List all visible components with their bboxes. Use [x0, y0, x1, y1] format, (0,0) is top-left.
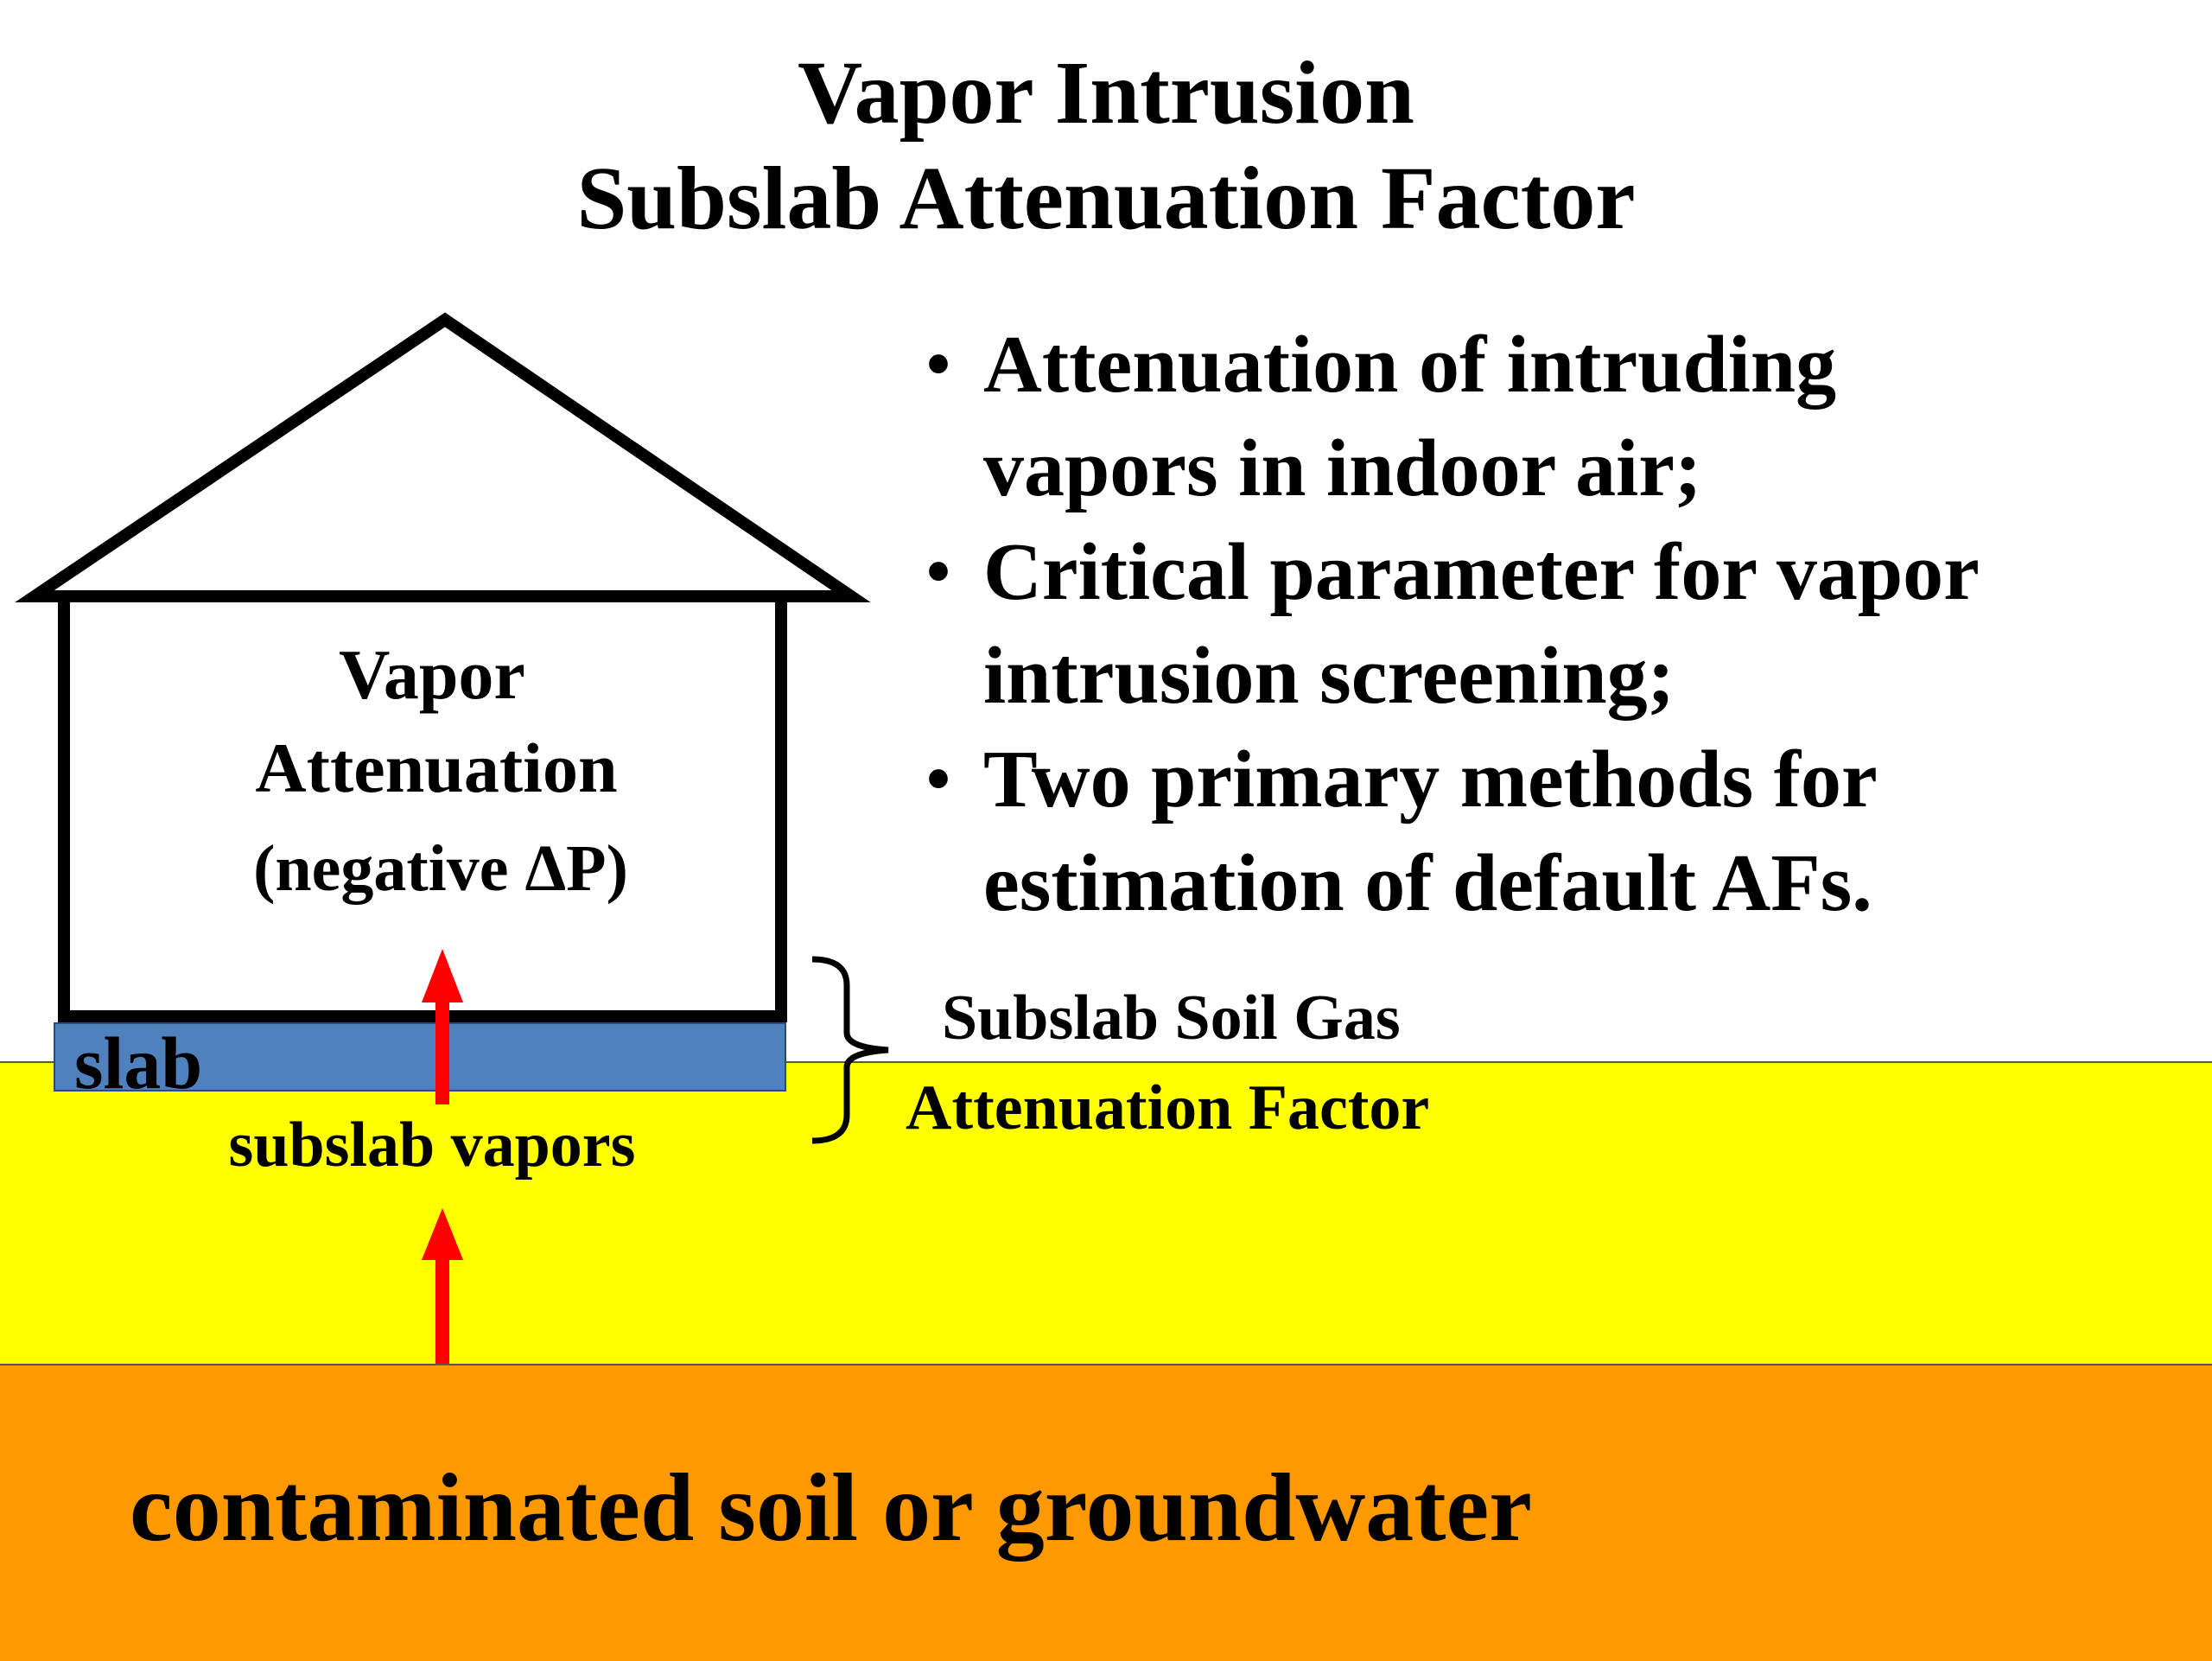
slab	[54, 1022, 786, 1091]
house-label-line-3: (negative ΔP)	[253, 832, 628, 905]
bracket	[811, 956, 889, 1144]
bullet-item: • Critical parameter for vapor intrusion…	[916, 520, 2177, 728]
bullet-list: • Attenuation of intruding vapors in ind…	[916, 313, 2177, 935]
arrow-upper-head	[422, 949, 463, 1002]
contaminated-layer	[0, 1364, 2212, 1661]
bullet-line: vapors in indoor air;	[983, 423, 1702, 513]
title-line-1: Vapor Intrusion	[798, 43, 1414, 143]
bracket-label-line-1: Subslab Soil Gas	[942, 983, 1401, 1053]
bullet-item: • Attenuation of intruding vapors in ind…	[916, 313, 2177, 520]
subslab-vapors-label: subslab vapors	[228, 1110, 636, 1181]
bullet-dot-icon: •	[926, 741, 951, 818]
soil-layer	[0, 1061, 2212, 1365]
bullet-dot-icon: •	[926, 534, 951, 610]
bullet-dot-icon: •	[926, 327, 951, 403]
house-label-line-1: Vapor	[339, 635, 525, 714]
house-walls	[58, 590, 787, 1022]
bullet-line: Attenuation of intruding	[983, 320, 1837, 410]
bullet-line: intrusion screening;	[983, 631, 1675, 721]
bullet-line: Critical parameter for vapor	[983, 527, 1980, 617]
arrow-lower-head	[422, 1208, 463, 1260]
bullet-item: • Two primary methods for estimation of …	[916, 728, 2177, 935]
ground-label: contaminated soil or groundwater	[130, 1454, 1532, 1562]
slab-label: slab	[74, 1021, 203, 1104]
bullet-line: estimation of default AFs.	[983, 838, 1872, 928]
house-roof	[15, 312, 871, 602]
bullet-line: Two primary methods for	[983, 735, 1878, 824]
house-label-line-2: Attenuation	[255, 729, 618, 807]
title-line-2: Subslab Attenuation Factor	[576, 149, 1636, 248]
bracket-label-line-2: Attenuation Factor	[906, 1072, 1430, 1143]
